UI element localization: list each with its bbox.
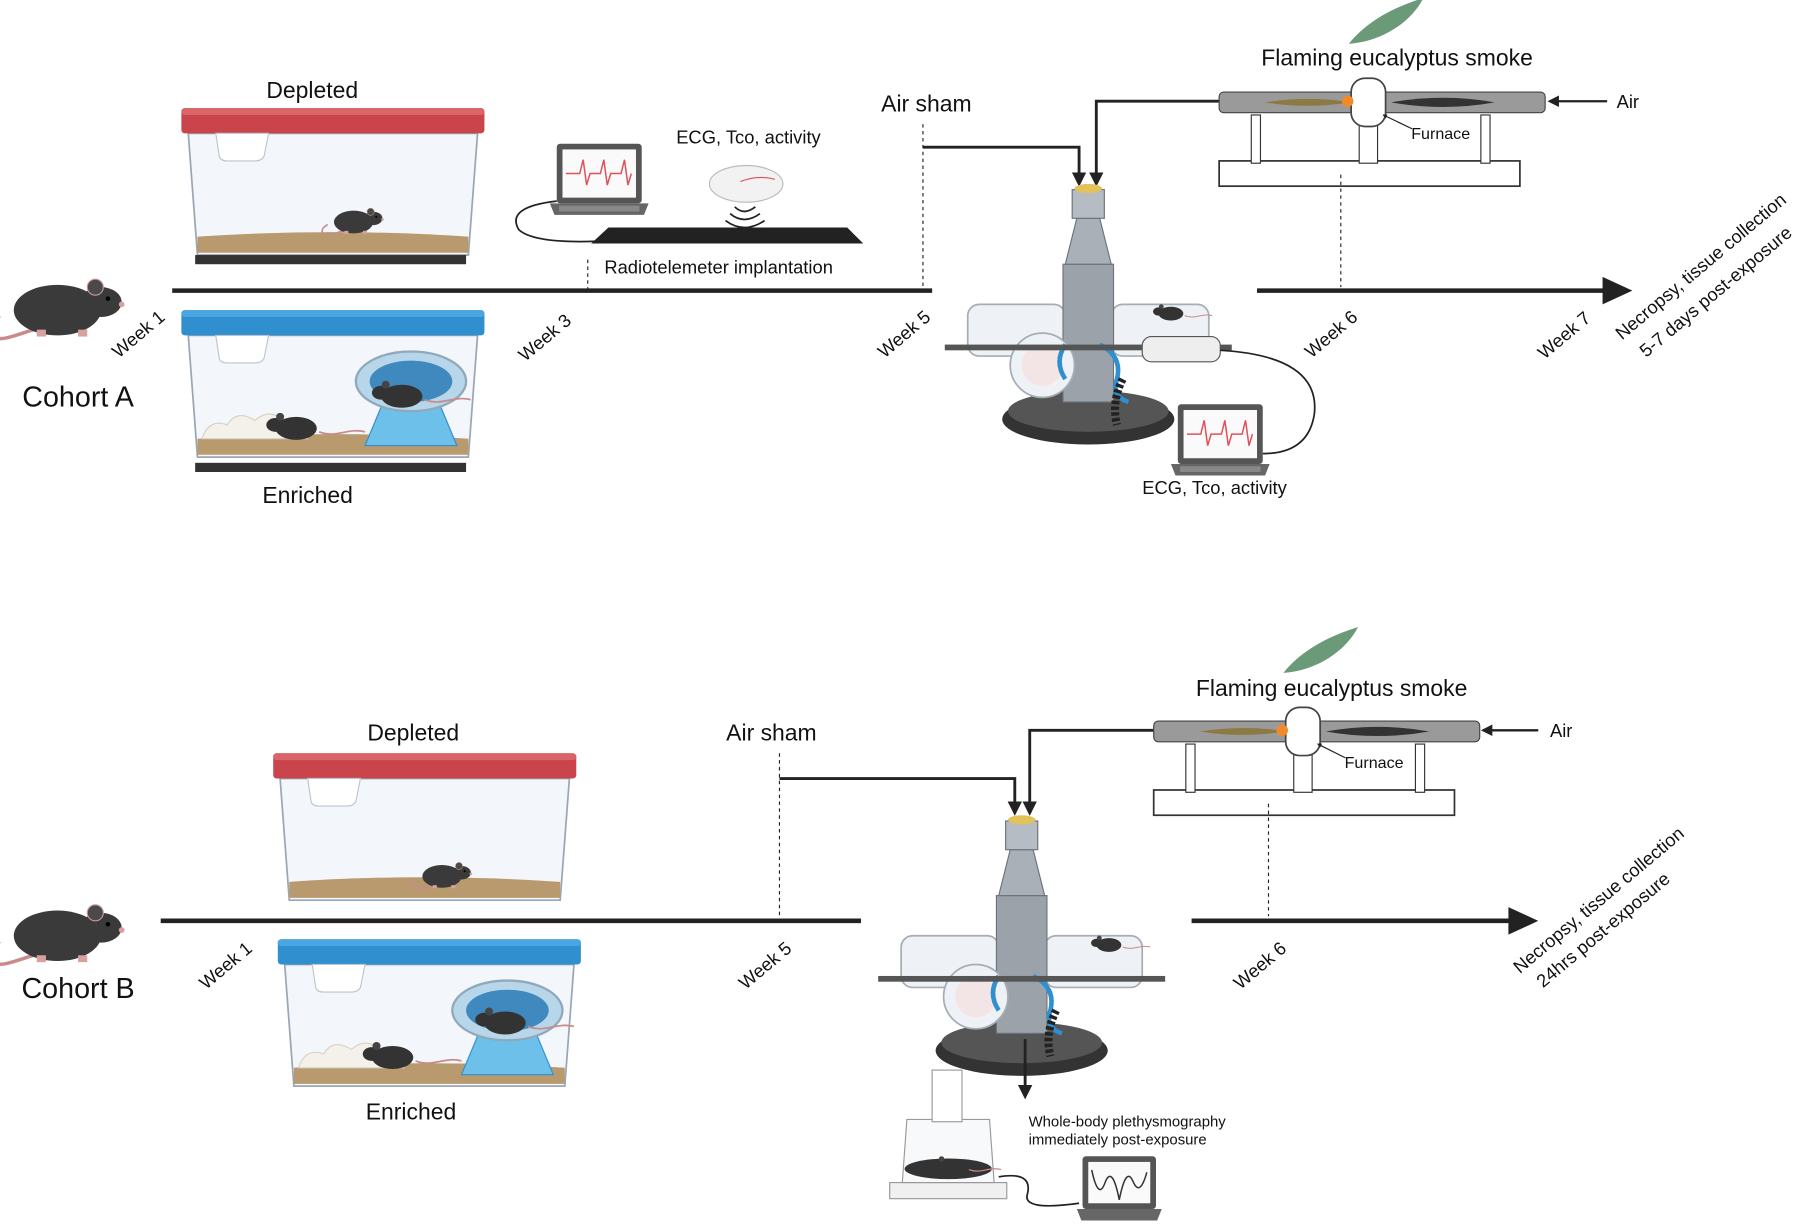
exposure-chamber — [878, 815, 1165, 1076]
depleted-label: Depleted — [367, 720, 459, 746]
enriched-cage — [276, 938, 583, 1088]
cohort-a-label: Cohort A — [22, 382, 134, 414]
smoke-line — [1022, 728, 1154, 816]
cable — [1220, 349, 1316, 455]
smoke-label: Flaming eucalyptus smoke — [1261, 45, 1533, 71]
week-label: Week 7 — [1533, 307, 1594, 363]
air-label: Air — [1617, 91, 1639, 112]
air-sham-label: Air sham — [881, 91, 972, 117]
enriched-label: Enriched — [366, 1098, 457, 1124]
plethysmograph-chamber — [889, 1069, 1008, 1200]
receiver-plate — [591, 227, 864, 244]
telemetry-label: ECG, Tco, activity — [676, 127, 821, 148]
week-label: Week 6 — [1229, 937, 1290, 993]
furnace-label: Furnace — [1411, 125, 1470, 143]
enriched-label: Enriched — [262, 482, 353, 508]
week-label: Week 6 — [1300, 306, 1361, 362]
week-label: Week 5 — [734, 937, 795, 993]
cable — [998, 1174, 1080, 1207]
smoke-line — [1089, 99, 1220, 187]
telemetered-mouse-icon — [708, 164, 784, 229]
laptop-icon — [1076, 1156, 1162, 1221]
air-sham-line — [922, 145, 1087, 187]
cage-base — [195, 255, 467, 265]
smoke-label: Flaming eucalyptus smoke — [1196, 675, 1468, 701]
endpoint-label-line1: Necropsy, tissue collection — [1509, 822, 1688, 977]
air-sham-label: Air sham — [726, 720, 817, 746]
cohort-b: Cohort B Depleted Enriched Air sham Flam… — [0, 626, 1688, 1221]
cohort-a: Cohort A Depleted Enriched ECG, Tco, act… — [0, 0, 1796, 508]
eucalyptus-leaf-icon — [1348, 0, 1424, 44]
furnace-tube — [1218, 77, 1547, 188]
cohort-b-label: Cohort B — [21, 973, 134, 1005]
enriched-cage — [180, 308, 486, 459]
week-label: Week 3 — [514, 309, 575, 365]
furnace-pointer — [1317, 743, 1346, 759]
telemetry-receiver — [1141, 335, 1221, 363]
furnace-pointer — [1382, 114, 1413, 130]
air-sham-line — [779, 777, 1022, 816]
depleted-label: Depleted — [266, 77, 358, 103]
week-label: Week 5 — [873, 306, 934, 362]
furnace-tube — [1152, 706, 1481, 817]
eucalyptus-leaf-icon — [1283, 626, 1359, 673]
cable — [515, 200, 597, 243]
endpoint-label-line1: Necropsy, tissue collection — [1611, 189, 1790, 344]
week-label: Week 1 — [195, 937, 256, 993]
mouse-icon — [0, 277, 127, 341]
cage-base — [195, 462, 467, 473]
arrow-head-icon — [1508, 907, 1539, 935]
laptop-icon — [549, 142, 650, 216]
pleth-label-line2: immediately post-exposure — [1029, 1132, 1207, 1149]
pleth-label-line1: Whole-body plethysmography — [1029, 1113, 1227, 1130]
laptop-icon — [1170, 403, 1271, 477]
implant-label: Radiotelemeter implantation — [604, 256, 833, 277]
mouse-icon — [0, 903, 127, 966]
furnace-label: Furnace — [1345, 754, 1404, 772]
arrow-head-icon — [1602, 276, 1633, 305]
week-label: Week 1 — [108, 306, 169, 362]
exposure-telemetry-label: ECG, Tco, activity — [1142, 477, 1287, 498]
depleted-cage — [180, 107, 486, 256]
air-label: Air — [1550, 720, 1572, 741]
